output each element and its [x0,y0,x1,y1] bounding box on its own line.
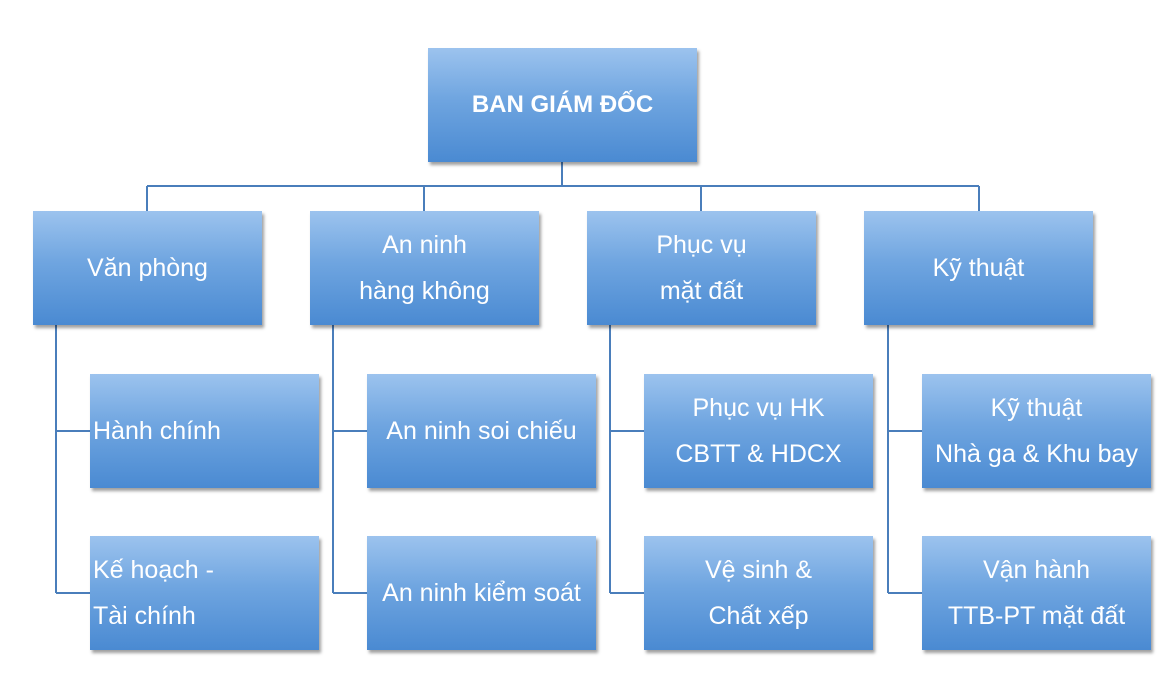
unit-label-line-2: Tài chính [93,602,196,630]
unit-label-line-1: Vận hành [982,556,1091,584]
dept-ky-thuat: Kỹ thuật [864,211,1093,325]
unit-label-line-1: Kế hoạch - [93,556,214,584]
unit-an-ninh-kiem-soat: An ninh kiểm soát [367,536,596,650]
dept-an-ninh-hang-khong: An ninh hàng không [310,211,539,325]
unit-an-ninh-soi-chieu: An ninh soi chiếu [367,374,596,488]
unit-label-line-1: Vệ sinh & [704,556,812,584]
unit-label-line-1: Phục vụ HK [692,394,825,422]
unit-label-line-2: CBTT & HDCX [675,440,842,468]
unit-label-line-1: Kỹ thuật [990,394,1083,422]
unit-label-line-2: Chất xếp [708,602,809,630]
unit-phuc-vu-hk: Phục vụ HK CBTT & HDCX [644,374,873,488]
dept-label: Văn phòng [87,254,208,282]
unit-ke-hoach-tai-chinh: Kế hoạch - Tài chính [90,536,319,650]
unit-ky-thuat-nha-ga-khu-bay: Kỹ thuật Nhà ga & Khu bay [922,374,1151,488]
unit-label: An ninh kiểm soát [382,579,581,607]
unit-hanh-chinh: Hành chính [90,374,319,488]
dept-label-line-1: An ninh [382,231,467,259]
root-box: BAN GIÁM ĐỐC [428,48,697,162]
dept-label-line-1: Phục vụ [656,231,747,259]
dept-phuc-vu-mat-dat: Phục vụ mặt đất [587,211,816,325]
dept-label: Kỹ thuật [932,254,1025,282]
unit-label: Hành chính [93,417,221,445]
unit-ve-sinh-chat-xep: Vệ sinh & Chất xếp [644,536,873,650]
unit-label-line-2: TTB-PT mặt đất [947,602,1126,630]
dept-label-line-2: hàng không [359,277,490,305]
unit-van-hanh-ttb-pt: Vận hành TTB-PT mặt đất [922,536,1151,650]
dept-van-phong: Văn phòng [33,211,262,325]
unit-label-line-2: Nhà ga & Khu bay [935,440,1138,468]
dept-label-line-2: mặt đất [659,277,744,305]
root-label: BAN GIÁM ĐỐC [471,91,654,118]
unit-label: An ninh soi chiếu [386,417,577,445]
